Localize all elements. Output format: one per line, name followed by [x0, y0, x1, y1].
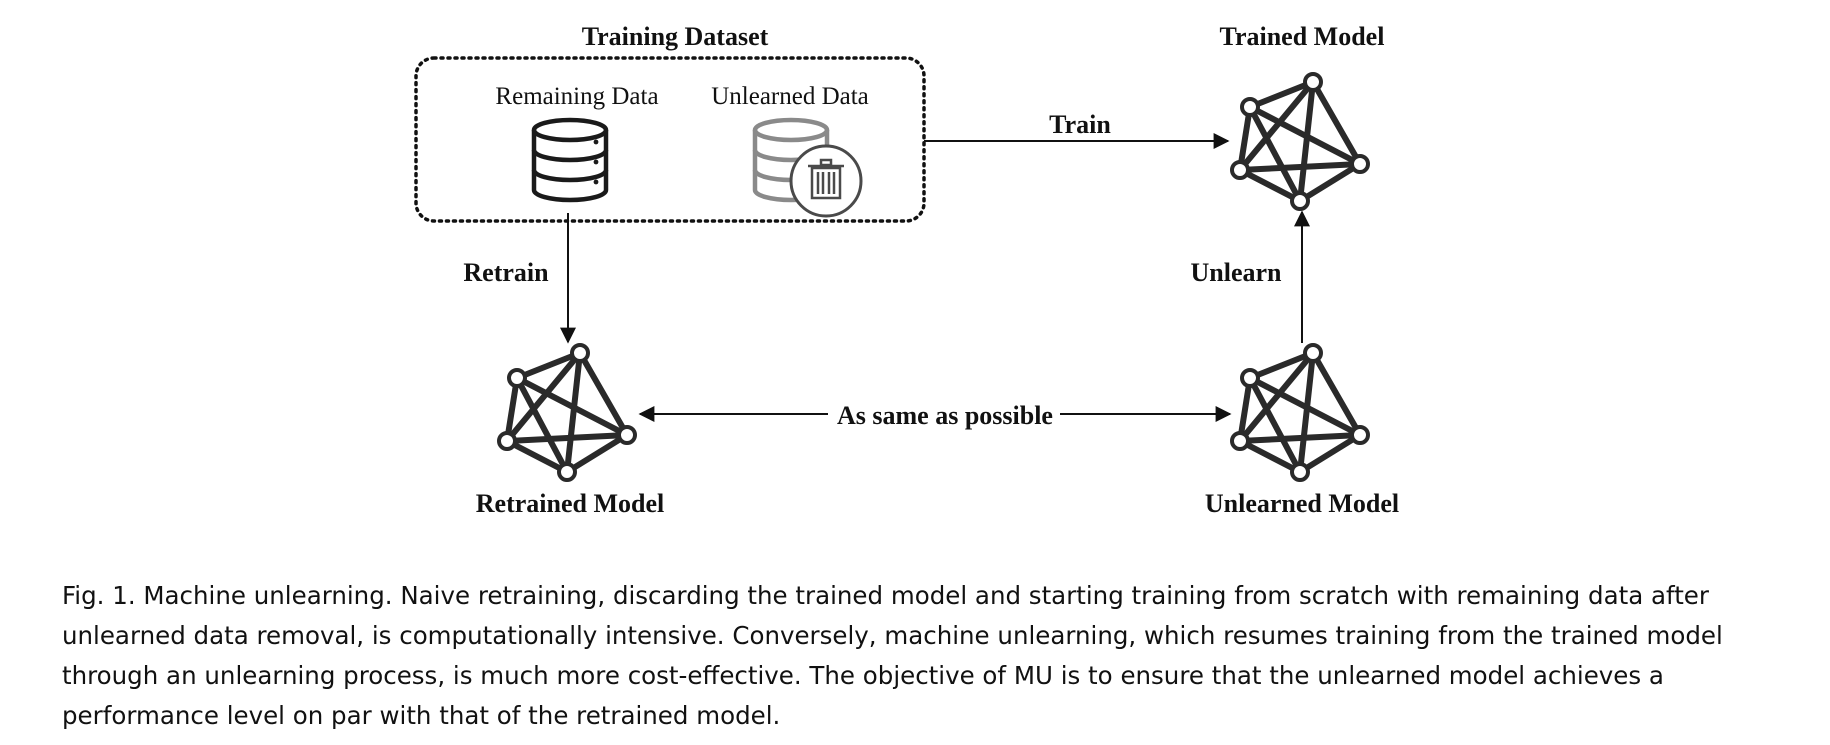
network-graph-icon — [1230, 72, 1370, 211]
training-dataset-title: Training Dataset — [582, 22, 769, 51]
database-icon — [531, 117, 609, 203]
unlearn-label: Unlearn — [1191, 258, 1283, 287]
trained-model-label: Trained Model — [1220, 22, 1385, 51]
retrained-model-label: Retrained Model — [476, 489, 664, 518]
network-graph-icon — [1230, 343, 1370, 482]
figure-caption: Fig. 1. Machine unlearning. Naive retrai… — [62, 581, 1723, 730]
database-trash-icon — [752, 117, 863, 218]
retrain-label: Retrain — [463, 258, 549, 287]
machine-unlearning-diagram: Training Dataset Remaining Data Unlearne… — [414, 22, 1399, 518]
training-dataset-box — [414, 56, 926, 223]
unlearned-data-label: Unlearned Data — [711, 83, 869, 110]
train-label: Train — [1049, 110, 1111, 139]
network-graph-icon — [497, 343, 637, 482]
trash-icon — [808, 158, 844, 200]
remaining-data-label: Remaining Data — [495, 83, 658, 110]
as-same-as-possible-label: As same as possible — [837, 401, 1053, 430]
unlearned-model-label: Unlearned Model — [1205, 489, 1399, 518]
